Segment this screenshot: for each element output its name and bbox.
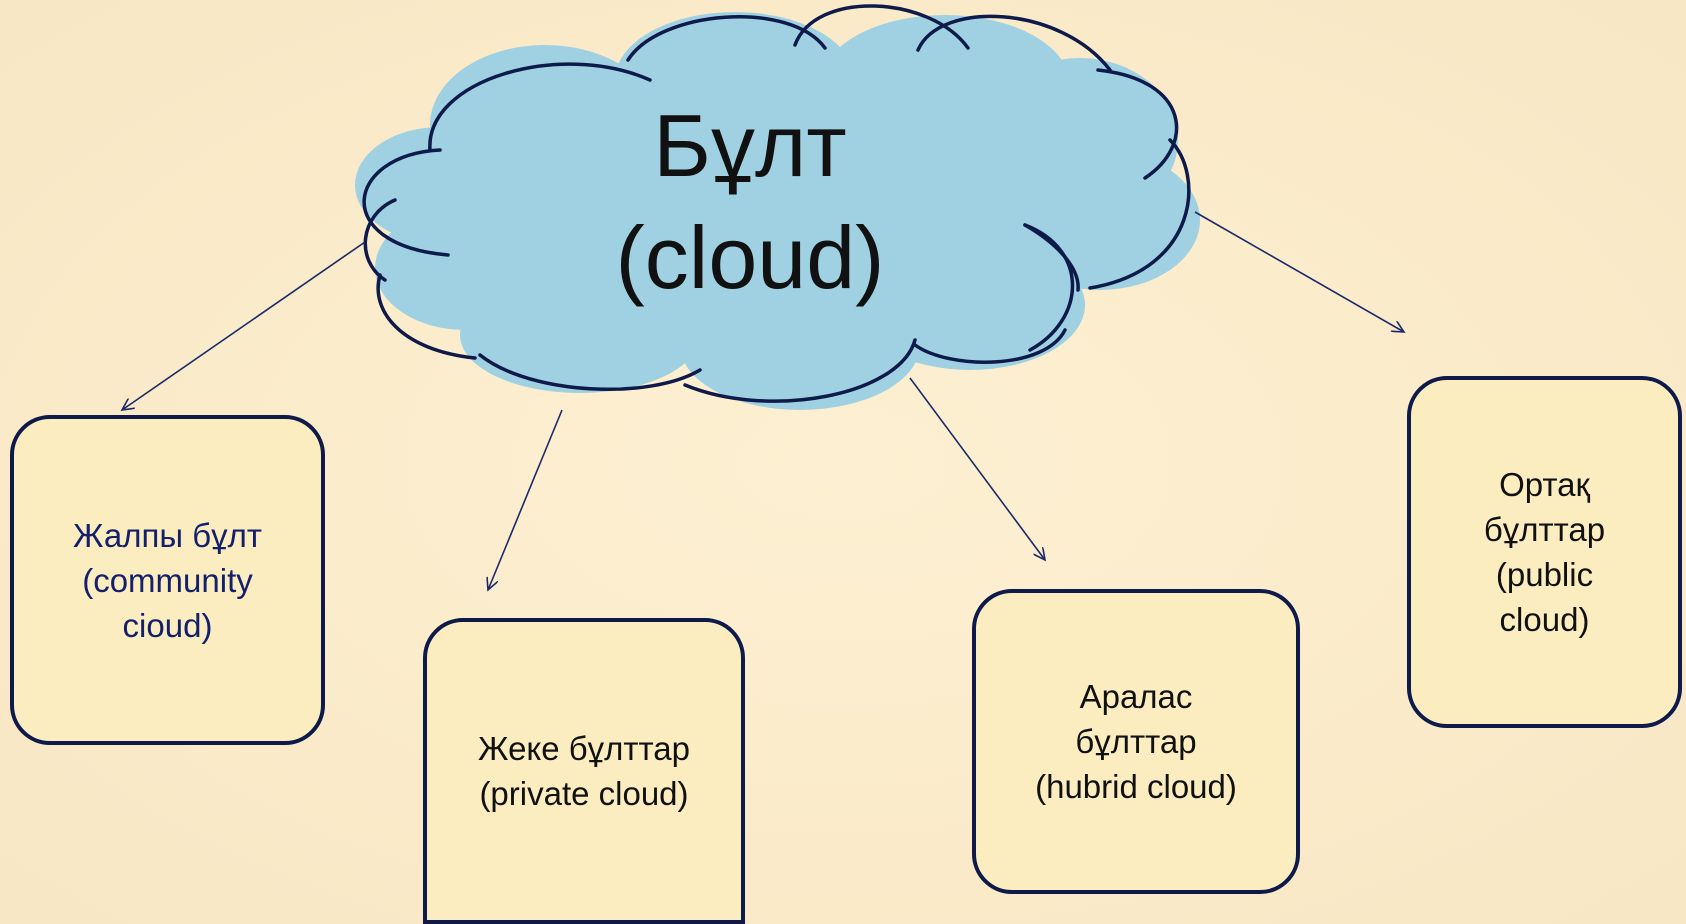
private-cloud-box: Жеке бұлттар (private cloud): [423, 618, 745, 924]
community-line2: (community: [82, 561, 253, 599]
hybrid-cloud-box: Аралас бұлттар (hubrid cloud): [972, 589, 1300, 894]
community-line1: Жалпы бұлт: [73, 516, 262, 554]
community-line3: cioud): [122, 606, 213, 644]
hybrid-line3: (hubrid cloud): [1035, 768, 1237, 805]
cloud-label-line1: Бұлт: [653, 96, 847, 195]
arrow-to-private: [488, 409, 563, 590]
hybrid-line1: Аралас: [1079, 678, 1193, 715]
cloud-label-line2: (cloud): [615, 208, 885, 307]
private-line1: Жеке бұлттар: [478, 730, 690, 767]
public-line1: Ортақ: [1499, 466, 1590, 503]
public-line4: cloud): [1499, 601, 1590, 638]
community-cloud-box: Жалпы бұлт (community cioud): [10, 415, 325, 745]
public-line2: бұлттар: [1483, 511, 1606, 548]
cloud-label: Бұлт (cloud): [555, 90, 945, 314]
public-line3: (public: [1495, 556, 1594, 593]
arrow-to-public: [1194, 211, 1404, 332]
public-cloud-box: Ортақ бұлттар (public cloud): [1407, 376, 1682, 728]
private-line2: (private cloud): [479, 775, 689, 812]
cloud-shape: [355, 4, 1200, 410]
arrow-to-community: [122, 241, 366, 410]
hybrid-line2: бұлттар: [1075, 723, 1197, 760]
arrow-to-hybrid: [909, 377, 1045, 560]
